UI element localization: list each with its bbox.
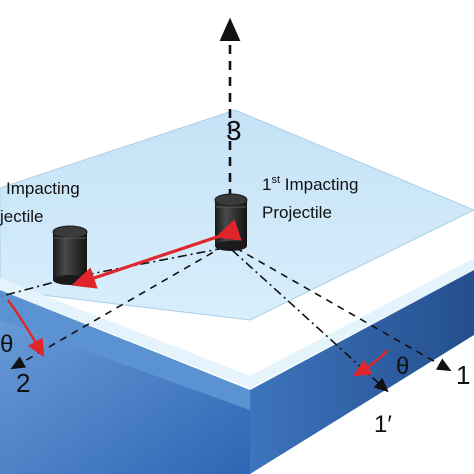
theta-left-label: θ bbox=[0, 331, 13, 358]
first-projectile-icon bbox=[214, 193, 248, 251]
second-projectile-icon bbox=[52, 225, 88, 285]
first-projectile-ordinal: 1 bbox=[262, 175, 271, 194]
axis-2-prime-line bbox=[1, 277, 71, 297]
second-projectile-label-line2: jectile bbox=[0, 207, 43, 226]
first-projectile-label-line1: 1st Impacting bbox=[262, 174, 358, 194]
theta-arc-left bbox=[7, 299, 45, 358]
theta-arc-right bbox=[352, 349, 389, 377]
plate-top-edge-front bbox=[0, 258, 474, 388]
plate-front-face-lower bbox=[0, 290, 250, 410]
axis-3-label: 3 bbox=[226, 115, 242, 146]
axis-1-prime-label: 1′ bbox=[374, 411, 392, 438]
first-projectile-ordinal-suffix: st bbox=[271, 174, 280, 186]
first-projectile-label-line2: Projectile bbox=[262, 203, 332, 222]
axis-1-label: 1 bbox=[456, 360, 470, 390]
theta-right-label: θ bbox=[396, 353, 409, 380]
axis-1-line bbox=[235, 247, 452, 372]
first-projectile-impacting: Impacting bbox=[280, 175, 358, 194]
second-projectile-label-line1: Impacting bbox=[6, 179, 80, 198]
axis-2-label: 2 bbox=[16, 368, 30, 398]
projectile-distance-arrow bbox=[71, 219, 242, 289]
